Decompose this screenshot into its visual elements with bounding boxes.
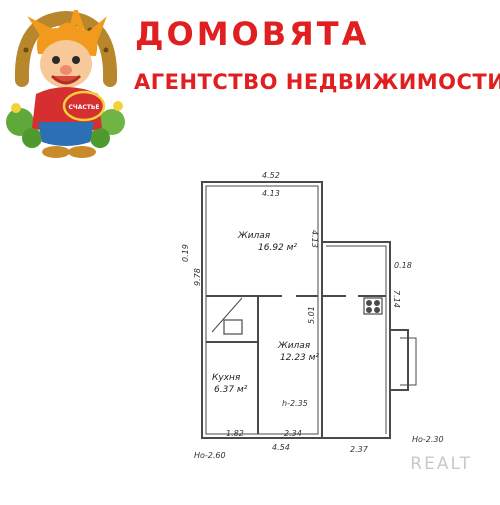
room-living-2-area: 12.23 м²: [280, 353, 319, 363]
level-right: Но-2.30: [412, 435, 444, 444]
room-kitchen-label: Кухня: [212, 373, 241, 383]
ceiling-height: h-2.35: [282, 399, 308, 408]
dim-top-outer: 4.52: [262, 171, 280, 180]
room-living-2-label: Жилая: [277, 341, 311, 351]
dim-bottom-right: 2.37: [350, 445, 369, 454]
dim-bottom-outer: 4.54: [272, 443, 290, 452]
room-kitchen-area: 6.37 м²: [214, 385, 248, 395]
dim-hall-top: 0.18: [394, 261, 412, 270]
domovyata-logo: СЧАСТЬЕ: [2, 4, 130, 160]
dim-bottom-left: 1.82: [226, 429, 244, 438]
dim-bottom-mid: 2.34: [284, 429, 302, 438]
dim-left-outer: 0.19: [181, 244, 190, 262]
header: СЧАСТЬЕ ДОМОВЯТА АГЕНТСТВО НЕДВИЖИМОСТИ: [0, 0, 500, 160]
brand-title: ДОМОВЯТА: [135, 15, 370, 53]
realt-watermark: REALT: [410, 454, 472, 474]
level-left: Но-2.60: [194, 451, 226, 460]
brand-subtitle: АГЕНТСТВО НЕДВИЖИМОСТИ: [134, 70, 500, 94]
dim-living-right: 4.13: [310, 230, 319, 248]
svg-text:СЧАСТЬЕ: СЧАСТЬЕ: [68, 104, 99, 111]
outer-wall-right-block: [322, 241, 391, 439]
floor-plan: 4.52 4.13 0.19 9.78 4.13 0.18 7.14 5.01 …: [150, 160, 500, 500]
room-living-1-area: 16.92 м²: [258, 243, 297, 253]
dim-hall-right: 7.14: [392, 290, 401, 308]
dim-partition: 5.01: [307, 306, 316, 324]
room-living-1-label: Жилая: [237, 231, 271, 241]
dim-top-inner: 4.13: [262, 189, 280, 198]
logo-mascot-icon: СЧАСТЬЕ: [6, 4, 125, 158]
floor-plan-drawing: 4.52 4.13 0.19 9.78 4.13 0.18 7.14 5.01 …: [181, 171, 444, 460]
dim-left-inner: 9.78: [193, 268, 202, 286]
